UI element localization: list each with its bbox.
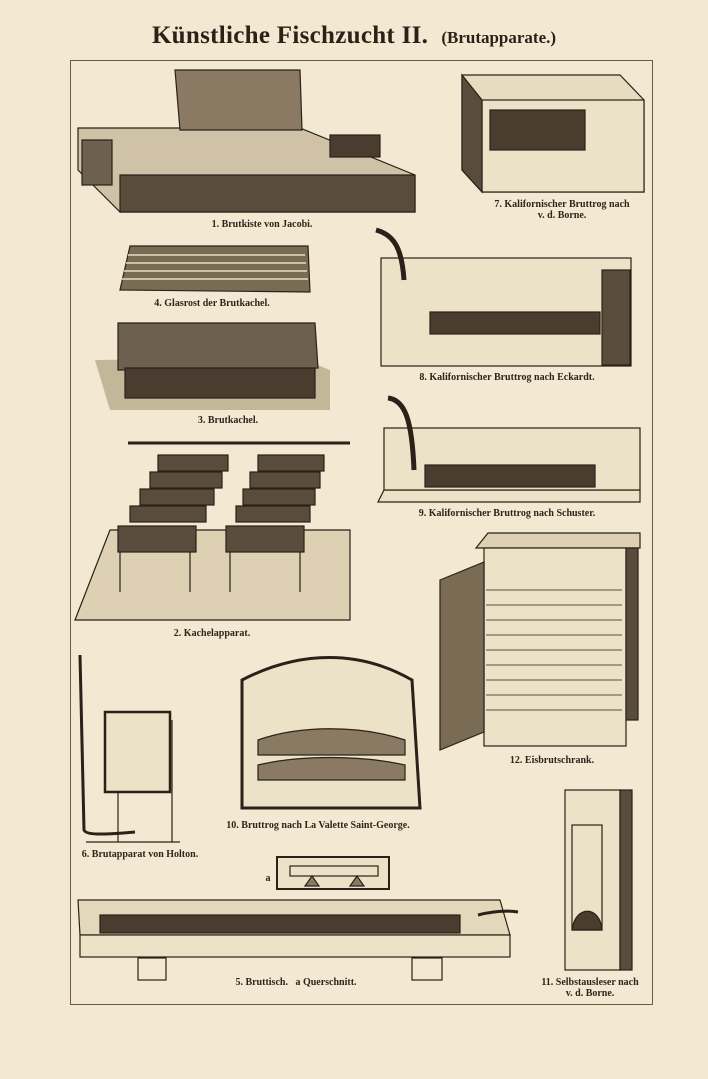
caption-figure-7-line2: v. d. Borne. [537, 210, 587, 221]
caption-figure-2: 2. Kachelapparat. [173, 628, 251, 639]
caption-figure-5: 5. Bruttisch. a Querschnitt. [235, 977, 357, 988]
plate-subtitle: (Brutapparate.) [441, 28, 557, 47]
caption-figure-6: 6. Brutapparat von Holton. [81, 849, 199, 860]
caption-figure-8: 8. Kalifornischer Bruttrog nach Eckardt. [419, 372, 595, 383]
plate-frame [70, 60, 653, 1005]
caption-figure-10: 10. Bruttrog nach La Valette Saint-Georg… [226, 820, 410, 831]
figure-5-bruttisch [77, 899, 519, 981]
figure-1-brutkiste [77, 69, 416, 213]
figure-7-bruttrog-borne [461, 73, 645, 194]
plate-title: Künstliche Fischzucht II. (Brutapparate.… [0, 22, 708, 50]
figure-11-selbstausleser [564, 789, 633, 971]
caption-figure-11-line2: v. d. Borne. [565, 988, 615, 999]
figure-3-brutkachel [95, 322, 330, 410]
figure-4-glasrost [119, 245, 311, 293]
figure-8-bruttrog-eckardt [375, 227, 632, 367]
caption-figure-4: 4. Glasrost der Brutkachel. [154, 298, 270, 309]
caption-figure-1: 1. Brutkiste von Jacobi. [211, 219, 313, 230]
figure-2-kachelapparat [74, 441, 351, 621]
figure-6-brutapparat-holton [78, 654, 180, 843]
plate-title-main: Künstliche Fischzucht II. [151, 22, 429, 49]
figure-5a-querschnitt [276, 856, 390, 890]
caption-figure-7: 7. Kalifornischer Bruttrog nach [494, 199, 630, 210]
figure-10-bruttrog-la-valette [240, 656, 422, 810]
caption-figure-12: 12. Eisbrutschrank. [509, 755, 595, 766]
figure-12-eisbrutschrank [439, 532, 641, 751]
caption-figure-11: 11. Selbstausleser nach [541, 977, 639, 988]
inset-label-a: a [265, 873, 271, 884]
figure-9-bruttrog-schuster [377, 395, 641, 503]
caption-figure-3: 3. Brutkachel. [197, 415, 259, 426]
caption-figure-9: 9. Kalifornischer Bruttrog nach Schuster… [418, 508, 596, 519]
